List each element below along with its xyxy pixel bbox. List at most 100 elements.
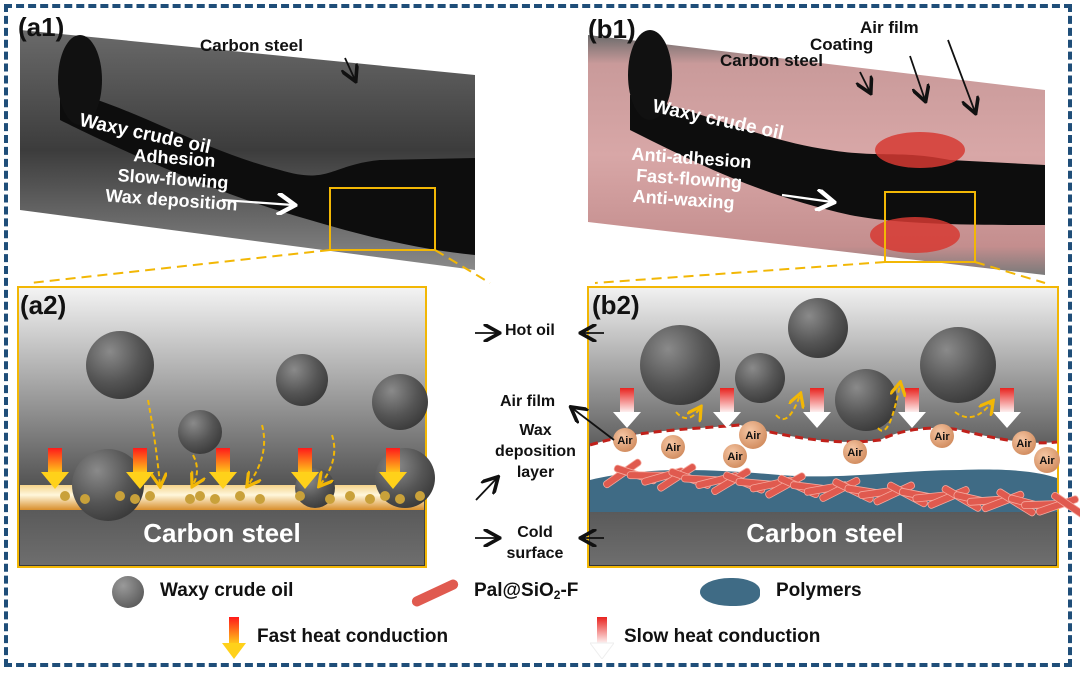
rebound-path xyxy=(775,395,800,420)
pointer-air-film-b1 xyxy=(947,39,975,112)
air-bubble xyxy=(1012,431,1036,455)
air-bubble xyxy=(930,424,954,448)
oil-droplet xyxy=(835,369,897,431)
legend-slow-heat: Slow heat conduction xyxy=(624,626,821,647)
pipe-b1 xyxy=(588,30,1046,284)
air-bubble xyxy=(613,428,637,452)
fast-heat-arrow xyxy=(133,448,147,474)
wax-particle xyxy=(210,494,220,504)
oil-droplet xyxy=(276,354,328,406)
air-bubble-label: Air xyxy=(934,431,950,443)
state-list-b1: Anti-adhesion Fast-flowing Anti-waxing xyxy=(628,144,812,219)
fast-heat-arrow xyxy=(298,448,312,474)
slow-heat-arrow-head xyxy=(613,412,641,428)
wax-particle xyxy=(115,491,125,501)
pal-sio2-f-rod xyxy=(1051,491,1080,521)
label-carbon-steel-b1: Carbon steel xyxy=(720,51,823,70)
legend-waxy-crude-oil: Waxy crude oil xyxy=(160,580,294,601)
rebound-path xyxy=(877,384,900,432)
rebound-path xyxy=(954,402,992,419)
carbon-steel-a2 xyxy=(20,510,424,565)
fast-heat-arrow-head xyxy=(379,472,407,489)
wax-layer-line-2: deposition xyxy=(495,443,576,460)
fast-heat-arrow-head xyxy=(291,472,319,489)
air-bubble-label: Air xyxy=(745,430,761,442)
deposition-path xyxy=(193,454,197,485)
wax-particle xyxy=(80,494,90,504)
panel-label-b1: (b1) xyxy=(588,14,636,44)
wax-particle xyxy=(295,491,305,501)
label-carbon-steel-b2: Carbon steel xyxy=(746,518,904,548)
air-bubble-label: Air xyxy=(727,451,743,463)
pointer-coating-b1 xyxy=(909,55,925,100)
label-wax-deposition-layer: Wax deposition layer xyxy=(488,420,583,483)
air-bubble xyxy=(723,444,747,468)
wax-particle xyxy=(130,494,140,504)
deposition-path xyxy=(248,424,266,485)
oil-droplet xyxy=(788,298,848,358)
label-air-film: Air film xyxy=(500,393,556,410)
air-bubble-label: Air xyxy=(1039,455,1055,467)
flow-arrow-b1 xyxy=(781,195,832,202)
wax-layer-line-1: Wax xyxy=(519,422,552,439)
air-bubble-label: Air xyxy=(847,447,863,459)
rebound-path xyxy=(675,408,700,418)
pointer-wax-layer xyxy=(475,478,497,501)
legend-fast-heat: Fast heat conduction xyxy=(257,626,449,647)
pointer-carbon-steel-b1 xyxy=(860,71,870,92)
pointer-carbon-steel-a1 xyxy=(345,57,355,80)
legend-polymer-icon xyxy=(700,578,760,606)
label-air-film-b1: Air film xyxy=(860,18,919,37)
cold-surface-line-1: Cold xyxy=(517,524,553,541)
label-coating-b1: Coating xyxy=(810,35,874,54)
oil-droplet xyxy=(86,331,154,399)
legend-pal-prefix: Pal@SiO xyxy=(474,580,554,601)
air-bubble-label: Air xyxy=(665,442,681,454)
legend-pal-sub: 2 xyxy=(553,588,561,602)
slow-heat-arrow xyxy=(620,388,634,414)
slow-heat-arrow xyxy=(1000,388,1014,414)
deposition-path xyxy=(147,399,160,485)
wax-particle xyxy=(185,494,195,504)
label-hot-oil: Hot oil xyxy=(505,322,555,339)
pipe-a1 xyxy=(20,30,491,284)
panel-label-a2: (a2) xyxy=(20,290,67,320)
fast-heat-arrow-head xyxy=(209,472,237,489)
cold-surface-line-2: surface xyxy=(506,545,564,562)
fast-heat-arrow xyxy=(216,448,230,474)
wax-particle xyxy=(235,491,245,501)
legend-pal-suffix: -F xyxy=(560,580,579,601)
legend-polymers: Polymers xyxy=(776,580,862,601)
slow-heat-arrow xyxy=(905,388,919,414)
slow-heat-arrow xyxy=(810,388,824,414)
slow-heat-arrow-head xyxy=(993,412,1021,428)
label-carbon-steel-a1: Carbon steel xyxy=(200,36,303,55)
wax-particle xyxy=(380,491,390,501)
panel-a2-body xyxy=(17,286,427,568)
air-bubble-label: Air xyxy=(1016,438,1032,450)
fast-heat-arrow xyxy=(48,448,62,474)
wax-layer-line-3: layer xyxy=(516,464,555,481)
oil-droplet xyxy=(72,449,144,521)
slow-heat-arrow xyxy=(720,388,734,414)
wax-particle xyxy=(195,491,205,501)
air-bubble xyxy=(1034,447,1060,473)
oil-droplet xyxy=(640,325,720,405)
air-bubble xyxy=(739,421,767,449)
wax-particle xyxy=(415,491,425,501)
air-bubble-label: Air xyxy=(617,435,633,447)
figure-frame xyxy=(4,4,1072,667)
panel-label-b2: (b2) xyxy=(592,290,640,320)
wax-particle xyxy=(60,491,70,501)
legend-pal-sio2-f: Pal@SiO2-F xyxy=(474,580,578,602)
fast-heat-arrow-head xyxy=(126,472,154,489)
oil-droplet xyxy=(735,353,785,403)
air-bubble xyxy=(843,440,867,464)
air-film-boundary xyxy=(589,423,1058,447)
carbon-steel-b2 xyxy=(590,512,1056,565)
pointer-air-film xyxy=(572,408,615,441)
wax-particle xyxy=(365,494,375,504)
wax-particle xyxy=(145,491,155,501)
legend-fast-arrow-icon xyxy=(222,617,246,659)
